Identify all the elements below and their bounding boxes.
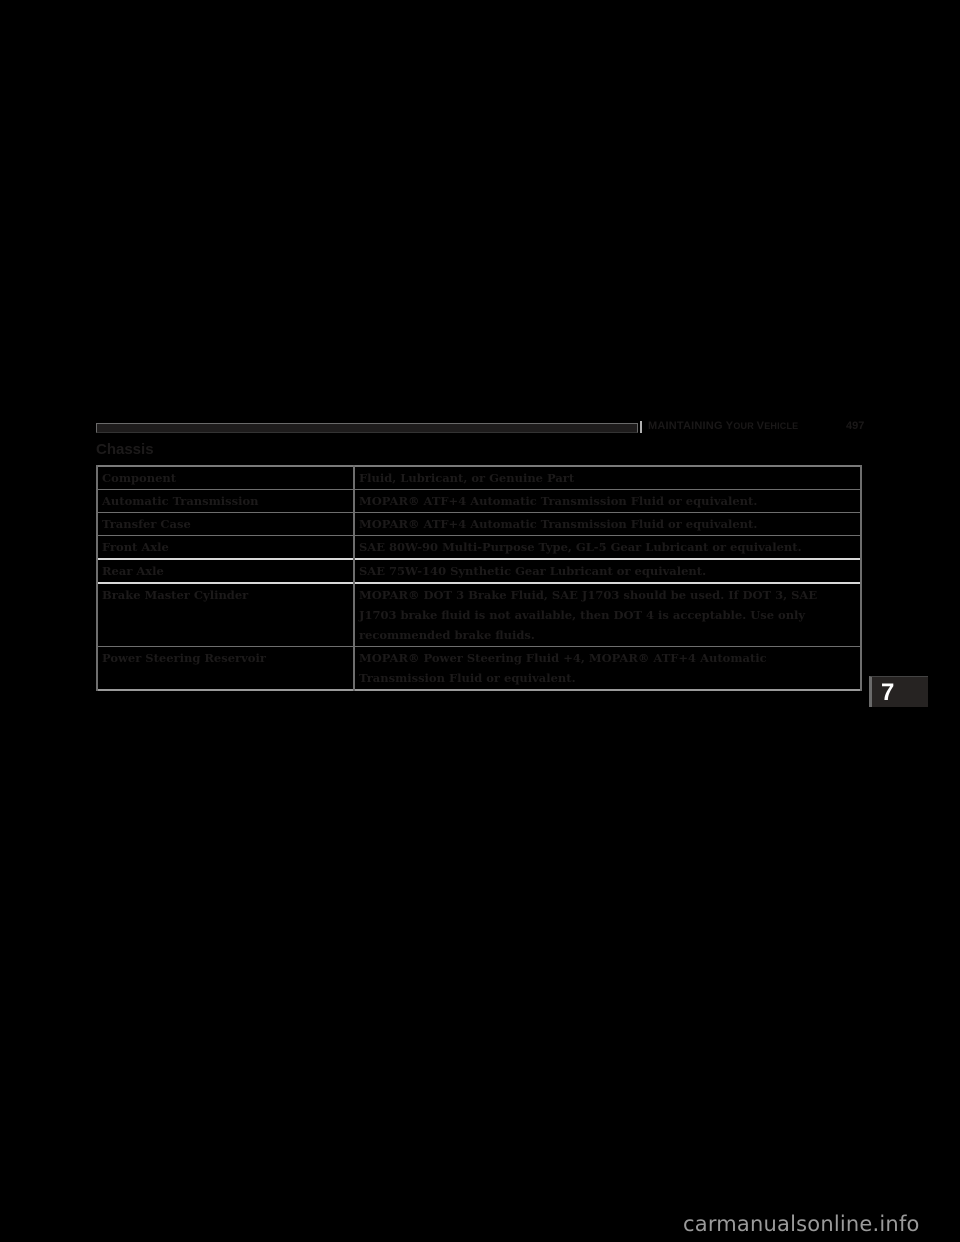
component-cell: Power Steering Reservoir [96, 646, 355, 691]
table-row: Transfer Case MOPAR® ATF+4 Automatic Tra… [96, 512, 862, 536]
fluid-cell: MOPAR® Power Steering Fluid +4, MOPAR® A… [353, 646, 862, 691]
chassis-fluids-table: Component Fluid, Lubricant, or Genuine P… [96, 465, 862, 691]
fluid-cell: MOPAR® ATF+4 Automatic Transmission Flui… [353, 489, 862, 513]
fluid-cell: MOPAR® ATF+4 Automatic Transmission Flui… [353, 512, 862, 536]
column-header-fluid: Fluid, Lubricant, or Genuine Part [353, 465, 862, 490]
table-row: Automatic Transmission MOPAR® ATF+4 Auto… [96, 489, 862, 513]
column-header-component: Component [96, 465, 355, 490]
fluid-cell: SAE 75W-140 Synthetic Gear Lubricant or … [353, 558, 862, 584]
component-cell: Automatic Transmission [96, 489, 355, 513]
chapter-tab: 7 [869, 676, 928, 707]
running-header-part: OUR [733, 421, 757, 431]
fluid-cell: SAE 80W-90 Multi-Purpose Type, GL-5 Gear… [353, 535, 862, 560]
table-header-row: Component Fluid, Lubricant, or Genuine P… [96, 465, 862, 490]
header-rule [96, 423, 638, 433]
running-header-part: V [756, 420, 765, 432]
running-header-part: Y [725, 420, 734, 432]
running-header-part: EHICLE [764, 421, 799, 431]
chapter-number: 7 [881, 679, 895, 706]
component-cell: Brake Master Cylinder [96, 582, 355, 647]
component-cell: Front Axle [96, 535, 355, 560]
table-row: Brake Master Cylinder MOPAR® DOT 3 Brake… [96, 582, 862, 647]
page-number: 497 [846, 420, 865, 432]
running-header-part: MAINTAINING [648, 420, 726, 432]
running-header: MAINTAINING YOUR VEHICLE [648, 420, 798, 432]
header-separator [640, 421, 642, 433]
table-row: Rear Axle SAE 75W-140 Synthetic Gear Lub… [96, 558, 862, 584]
component-cell: Transfer Case [96, 512, 355, 536]
table-row: Power Steering Reservoir MOPAR® Power St… [96, 646, 862, 691]
table-row: Front Axle SAE 80W-90 Multi-Purpose Type… [96, 535, 862, 560]
section-title: Chassis [96, 441, 154, 458]
fluid-cell: MOPAR® DOT 3 Brake Fluid, SAE J1703 shou… [353, 582, 862, 647]
watermark: carmanualsonline.info [683, 1212, 920, 1236]
component-cell: Rear Axle [96, 558, 355, 584]
